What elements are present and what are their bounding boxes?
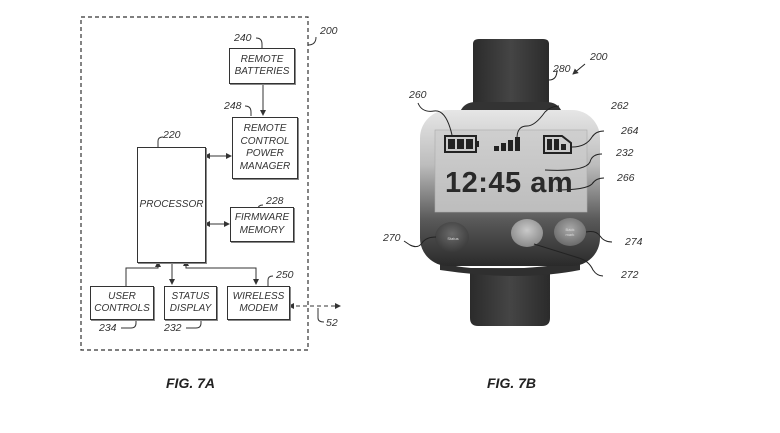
ref-248: 248 [224, 100, 242, 112]
ref-280: 280 [553, 63, 571, 75]
system-boundary [80, 16, 309, 351]
block-wireless-modem: WIRELESS MODEM [227, 286, 290, 320]
leader-272 [533, 243, 604, 277]
leader-274 [585, 231, 613, 243]
ref-228: 228 [266, 195, 284, 207]
sd-card-icon [543, 135, 572, 154]
caption-fig-7a: FIG. 7A [166, 375, 216, 391]
ref-264: 264 [621, 125, 639, 137]
arrow-usercontrols-processor [125, 261, 161, 286]
leader-270 [403, 236, 437, 248]
signal-strength-icon [494, 137, 520, 151]
leader-264 [571, 130, 605, 148]
ref-232b: 232 [616, 147, 634, 159]
ref-266: 266 [617, 172, 635, 184]
strap-bottom [470, 268, 550, 326]
ref-274: 274 [625, 236, 643, 248]
block-power-manager: REMOTE CONTROL POWER MANAGER [232, 117, 298, 179]
ref-200: 200 [320, 25, 338, 37]
block-status-display: STATUS DISPLAY [164, 286, 217, 320]
ref-234: 234 [99, 322, 117, 334]
leader-200 [307, 36, 317, 46]
strap-top [473, 39, 549, 110]
ref-260: 260 [409, 89, 427, 101]
ref-52: 52 [326, 317, 338, 329]
leader-232b [544, 153, 603, 171]
ref-220: 220 [163, 129, 181, 141]
right-button-shape [554, 218, 586, 246]
left-button[interactable]: Status [447, 235, 459, 241]
caption-fig-7b: FIG. 7B [487, 375, 537, 391]
ref-250: 250 [276, 269, 294, 281]
middle-button-shape [511, 219, 543, 247]
ref-262: 262 [611, 100, 629, 112]
block-remote-batteries: REMOTE BATTERIES [229, 48, 295, 84]
ref-240: 240 [234, 32, 252, 44]
left-button-shape [435, 222, 469, 252]
leader-280 [548, 69, 558, 81]
battery-icon [444, 135, 479, 153]
block-user-controls: USER CONTROLS [90, 286, 154, 320]
leader-262 [516, 105, 560, 139]
leader-260 [417, 102, 453, 136]
ref-232: 232 [164, 322, 182, 334]
ref-272: 272 [621, 269, 639, 281]
right-button[interactable]: Back mark [565, 227, 575, 237]
leader-266 [555, 177, 605, 191]
ref-270: 270 [383, 232, 401, 244]
block-firmware-memory: FIRMWARE MEMORY [230, 207, 294, 242]
display-time: 12:45 am [445, 167, 574, 199]
leader-200b [572, 63, 586, 75]
middle-button[interactable] [511, 219, 543, 247]
block-processor: PROCESSOR [137, 147, 206, 263]
leader-52 [317, 308, 325, 323]
ref-200b: 200 [590, 51, 608, 63]
